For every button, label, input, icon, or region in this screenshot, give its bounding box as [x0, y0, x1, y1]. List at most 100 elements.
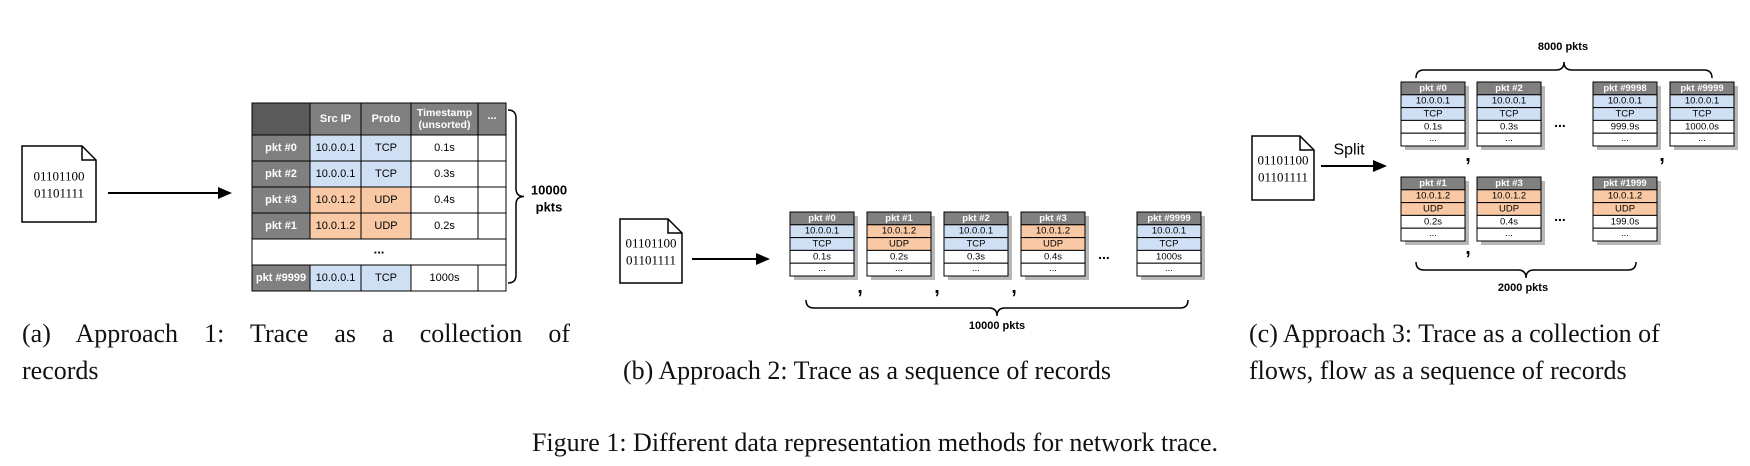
- table-a-ellipsis: ...: [374, 242, 385, 257]
- file-icon-c-fold: [1299, 136, 1314, 151]
- file-icon-b-fold: [667, 219, 682, 234]
- table-a-row-1-pkt: pkt #2: [265, 168, 297, 180]
- flow-1-record-2-ts: 999.9s: [1611, 121, 1640, 132]
- flow-2-record-2-ts: 199.0s: [1611, 216, 1640, 227]
- brace-b: [805, 299, 1189, 317]
- table-a-row-3-proto: UDP: [374, 220, 397, 232]
- seq-b-record-0-ts: 0.1s: [813, 251, 831, 262]
- seq-b-ellipsis: ...: [1098, 246, 1110, 262]
- seq-b-record-0-more-cell: [789, 262, 855, 277]
- flow-2-record-0-proto: UDP: [1423, 204, 1443, 215]
- arrow-a-head: [218, 187, 232, 199]
- table-a-row-3-ts: 0.2s: [434, 220, 455, 232]
- table-a-row-0-ip: 10.0.0.1: [316, 142, 356, 154]
- table-a-row-2-proto-cell: [360, 186, 412, 214]
- flow-2-record-1-more-cell: [1476, 227, 1542, 242]
- file-icon-a-bits-line1: 01101100: [33, 169, 84, 184]
- seq-b-record-2-ts: 0.3s: [967, 251, 985, 262]
- flow-2-record-0-ip: 10.0.1.2: [1416, 191, 1450, 202]
- brace-c-top: [1415, 61, 1713, 79]
- flow-2-comma-0: ,: [1465, 237, 1471, 259]
- caption-a-line2: records: [22, 356, 99, 385]
- table-a-row-2-ip-cell: [309, 186, 362, 214]
- flow-1-record-0-ts: 0.1s: [1424, 121, 1442, 132]
- seq-b-record-0-proto: TCP: [813, 239, 832, 250]
- table-a-row-1-ts: 0.3s: [434, 168, 455, 180]
- table-a-header-proto: Proto: [372, 113, 401, 125]
- seq-b-record-4-more-cell: [1136, 262, 1202, 277]
- flow-2-record-2-proto: UDP: [1615, 204, 1635, 215]
- flow-2-record-2-more: ...: [1621, 228, 1629, 239]
- table-a-header-src-ip: Src IP: [320, 113, 351, 125]
- seq-b-record-4-ip: 10.0.0.1: [1152, 226, 1186, 237]
- seq-b-record-2-more: ...: [972, 263, 980, 274]
- seq-b-record-3-more-cell: [1020, 262, 1086, 277]
- flow-2-ellipsis: ...: [1554, 208, 1566, 224]
- table-a-row-2-pkt: pkt #3: [265, 194, 297, 206]
- file-icon-c-body: [1251, 135, 1315, 201]
- table-a-row-5-ip: 10.0.0.1: [316, 272, 356, 284]
- table-a-row-1-proto-cell: [360, 160, 412, 188]
- table-a-row-5-proto: TCP: [375, 272, 397, 284]
- seq-b-record-0-more: ...: [818, 263, 826, 274]
- flow-1-record-3-ts: 1000.0s: [1685, 121, 1719, 132]
- table-a-header-cell-3: [410, 102, 479, 136]
- table-a-row-0-pkt: pkt #0: [265, 142, 297, 154]
- seq-b-record-1-ts: 0.2s: [890, 251, 908, 262]
- seq-b-record-4-more: ...: [1165, 263, 1173, 274]
- seq-b-comma-2: ,: [1011, 276, 1017, 298]
- brace-c-bottom: [1415, 261, 1637, 279]
- brace-c-bottom-label: 2000 pkts: [1498, 282, 1548, 294]
- file-icon-b-bits-line1: 01101100: [625, 236, 676, 251]
- flow-2-record-1-proto: UDP: [1499, 204, 1519, 215]
- split-label: Split: [1333, 142, 1365, 159]
- flow-2-record-0-pkt: pkt #1: [1419, 178, 1447, 189]
- flow-1-record-1-more: ...: [1505, 133, 1513, 144]
- arrow-b-head: [756, 253, 770, 265]
- seq-b-record-2-more-cell: [943, 262, 1009, 277]
- seq-b-record-3-ip: 10.0.1.2: [1036, 226, 1070, 237]
- file-icon-a-fold: [81, 146, 96, 161]
- brace-a: [507, 109, 525, 284]
- flow-1-record-2-ip: 10.0.0.1: [1608, 96, 1642, 107]
- seq-b-record-1-proto: UDP: [889, 239, 909, 250]
- table-a-header-timestamp-line2: (unsorted): [419, 119, 471, 131]
- flow-1-ellipsis: ...: [1554, 114, 1566, 130]
- flow-1-record-1-more-cell: [1476, 132, 1542, 147]
- table-a-row-1-ip: 10.0.0.1: [316, 168, 356, 180]
- flow-1-record-2-pkt: pkt #9998: [1603, 83, 1646, 94]
- flow-1-record-1-ip: 10.0.0.1: [1492, 96, 1526, 107]
- flow-1-record-1-proto: TCP: [1500, 109, 1519, 120]
- flow-2-record-1-pkt: pkt #3: [1495, 178, 1522, 189]
- flow-1-record-0-more: ...: [1429, 133, 1437, 144]
- seq-b-record-3-pkt: pkt #3: [1039, 213, 1066, 224]
- seq-b-comma-0: ,: [857, 276, 863, 298]
- table-a-row-0-proto-cell: [360, 134, 412, 162]
- seq-b-record-2-ip: 10.0.0.1: [959, 226, 993, 237]
- seq-b-record-1-more: ...: [895, 263, 903, 274]
- flow-1-record-0-pkt: pkt #0: [1419, 83, 1446, 94]
- table-a-row-5-pkt: pkt #9999: [256, 272, 306, 284]
- flow-1-record-1-ts: 0.3s: [1500, 121, 1518, 132]
- table-a-row-5-pkt-cell: [251, 264, 311, 292]
- seq-b-record-0-ip: 10.0.0.1: [805, 226, 839, 237]
- flow-1-record-0-more-cell: [1400, 132, 1466, 147]
- table-a-row-0-ip-cell: [309, 134, 362, 162]
- seq-b-record-1-ip: 10.0.1.2: [882, 226, 916, 237]
- table-a-header-cell-2: [360, 102, 412, 136]
- table-a-row-3-more-cell: [477, 212, 507, 240]
- flow-2-record-2-ip: 10.0.1.2: [1608, 191, 1642, 202]
- seq-b-record-3-ts: 0.4s: [1044, 251, 1062, 262]
- flow-1-record-0-ip: 10.0.0.1: [1416, 96, 1450, 107]
- flow-1-record-3-pkt: pkt #9999: [1680, 83, 1723, 94]
- table-a-row-2-proto: UDP: [374, 194, 397, 206]
- table-a-row-0-ts: 0.1s: [434, 142, 455, 154]
- table-a-row-5-ip-cell: [309, 264, 362, 292]
- table-a-row-1-more-cell: [477, 160, 507, 188]
- table-a-row-2-more-cell: [477, 186, 507, 214]
- table-a-row-3-pkt-cell: [251, 212, 311, 240]
- flow-1-comma-1: ,: [1659, 144, 1665, 166]
- flow-1-record-3-more-cell: [1669, 132, 1735, 147]
- table-a-header-timestamp-line1: Timestamp: [417, 107, 472, 119]
